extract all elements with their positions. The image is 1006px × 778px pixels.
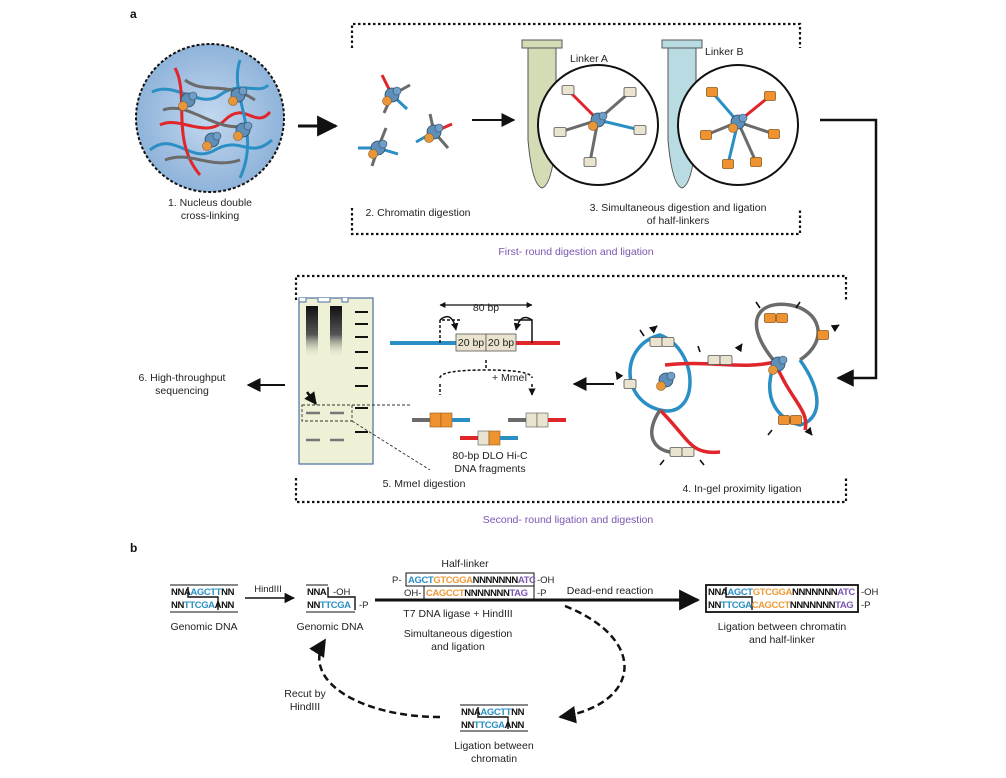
second-round-bracket-bottom bbox=[294, 478, 848, 504]
genomic-dna-seq: NNAAGCTTNN NNTTCGAANN bbox=[170, 584, 238, 613]
fragments-label-line1: 80-bp DLO Hi-C bbox=[452, 450, 528, 462]
simul-label-line1: Simultaneous digestion bbox=[404, 628, 513, 640]
hindiii-label: HindIII bbox=[254, 584, 281, 595]
svg-text:NNA: NNA bbox=[307, 587, 327, 598]
ligation-chr-label-line2: chromatin bbox=[471, 753, 517, 765]
nucleus-illustration bbox=[135, 43, 285, 193]
svg-text:NNAAGCTTNN: NNAAGCTTNN bbox=[461, 707, 525, 718]
step4-label: 4. In-gel proximity ligation bbox=[682, 483, 801, 495]
cut-p-label: -P bbox=[359, 600, 369, 611]
mmei-label: + MmeI bbox=[492, 372, 527, 384]
bp20-label-b: 20 bp bbox=[488, 337, 514, 349]
genomic-dna-label-2: Genomic DNA bbox=[296, 621, 363, 633]
step3-label-line2: of half-linkers bbox=[647, 215, 709, 227]
end-p-label: -P bbox=[861, 600, 871, 611]
second-round-bracket-top bbox=[294, 274, 848, 300]
t7-label: T7 DNA ligase + HindIII bbox=[403, 608, 512, 620]
simul-label-line2: and ligation bbox=[431, 641, 485, 653]
svg-text:NNAAGCTGTCGGANNNNNNNATC: NNAAGCTGTCGGANNNNNNNATC bbox=[708, 587, 855, 598]
first-round-label: First- round digestion and ligation bbox=[498, 246, 653, 258]
first-round-bracket-top bbox=[350, 22, 802, 48]
dashed-arrow-recut bbox=[309, 638, 441, 719]
ligation-hl-label-line1: Ligation between chromatin bbox=[718, 621, 847, 633]
svg-text:NNTTCGA: NNTTCGA bbox=[307, 600, 351, 611]
gel-illustration bbox=[298, 297, 431, 471]
cut-genomic-dna: NNA NNTTCGA bbox=[306, 584, 356, 613]
fragments-label-line2: DNA fragments bbox=[454, 463, 525, 475]
step2-label: 2. Chromatin digestion bbox=[365, 207, 470, 219]
linker-b-zoom bbox=[677, 64, 799, 186]
svg-text:NNTTCGACAGCCTNNNNNNNTAG: NNTTCGACAGCCTNNNNNNNTAG bbox=[708, 600, 853, 611]
bp20-label-a: 20 bp bbox=[458, 337, 484, 349]
recut-label-line2: HindIII bbox=[290, 701, 320, 713]
step6-label-line1: 6. High-throughput bbox=[139, 372, 226, 384]
recut-label-line1: Recut by bbox=[284, 688, 326, 700]
dead-end-label: Dead-end reaction bbox=[567, 585, 654, 597]
dashed-arrow-to-ligation bbox=[558, 604, 626, 724]
arrow-3-to-4 bbox=[820, 118, 878, 387]
ligated-chromatin-halflinker: NNAAGCTGTCGGANNNNNNNATC NNTTCGACAGCCTNNN… bbox=[705, 584, 859, 613]
step5-label: 5. MmeI digestion bbox=[383, 478, 466, 490]
cut-oh-label: -OH bbox=[333, 587, 351, 598]
svg-text:CAGCCTNNNNNNNTAG: CAGCCTNNNNNNNTAG bbox=[426, 588, 528, 599]
half-linker-label: Half-linker bbox=[441, 558, 489, 570]
step3-label-line1: 3. Simultaneous digestion and ligation bbox=[590, 202, 767, 214]
ligated-chromatin-seq: NNAAGCTTNN NNTTCGAANN bbox=[460, 704, 528, 732]
step1-label-line2: cross-linking bbox=[181, 210, 240, 222]
svg-text:NNTTCGAANN: NNTTCGAANN bbox=[461, 720, 525, 731]
hl-oh-left: OH- bbox=[404, 588, 421, 599]
panel-a-label: a bbox=[130, 7, 137, 21]
svg-text:NNTTCGAANN: NNTTCGAANN bbox=[171, 600, 235, 611]
linker-b-label: Linker B bbox=[705, 46, 744, 58]
chromatin-fragments bbox=[358, 74, 453, 167]
bp80-label: 80 bp bbox=[473, 302, 499, 314]
first-round-bracket-bottom bbox=[350, 208, 802, 236]
mmei-construct bbox=[390, 302, 560, 395]
step1-label-line1: 1. Nucleus double bbox=[168, 197, 252, 209]
hl-p-right: -P bbox=[537, 588, 547, 599]
end-oh-label: -OH bbox=[861, 587, 879, 598]
step6-label-line2: sequencing bbox=[155, 385, 209, 397]
hl-p-left: P- bbox=[392, 575, 402, 586]
hl-oh-right: -OH bbox=[537, 575, 555, 586]
linker-a-label: Linker A bbox=[570, 53, 608, 65]
linker-a-zoom bbox=[537, 64, 659, 186]
proximity-ligation-loops bbox=[615, 301, 839, 466]
dlo-fragments bbox=[412, 412, 566, 446]
second-round-label: Second- round ligation and digestion bbox=[483, 514, 654, 526]
genomic-dna-label-1: Genomic DNA bbox=[170, 621, 237, 633]
svg-text:NNAAGCTTNN: NNAAGCTTNN bbox=[171, 587, 235, 598]
half-linker-seq: AGCTGTCGGANNNNNNNATC CAGCCTNNNNNNNTAG bbox=[405, 572, 536, 600]
ligation-hl-label-line2: and half-linker bbox=[749, 634, 815, 646]
ligation-chr-label-line1: Ligation between bbox=[454, 740, 534, 752]
panel-b-label: b bbox=[130, 541, 137, 555]
svg-text:AGCTGTCGGANNNNNNNATC: AGCTGTCGGANNNNNNNATC bbox=[408, 575, 536, 586]
